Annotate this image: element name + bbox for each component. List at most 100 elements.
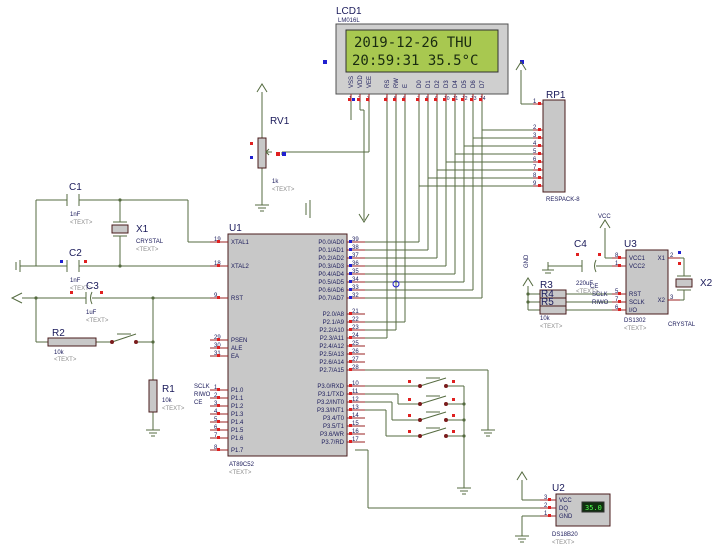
u1-pin-number: 35: [352, 269, 359, 275]
u1-microcontroller[interactable]: U1 AT89C52 <TEXT> 19XTAL118XTAL29RST29PS…: [194, 223, 365, 476]
u1-pin-number: 26: [352, 349, 359, 355]
u1-pin-name: P0.6/AD6: [318, 288, 344, 294]
u1-pin-name: P0.1/AD1: [318, 248, 344, 254]
u1-pin-name: P2.2/A10: [319, 328, 344, 334]
x2-crystal[interactable]: X2 CRYSTAL: [668, 251, 713, 328]
u1-pin-name: P0.2/AD2: [318, 256, 344, 262]
r1-resistor[interactable]: R1 10k <TEXT>: [148, 379, 185, 413]
lcd-line2: 20:59:31 35.5°C: [352, 53, 478, 69]
rp1-pin-number: 2: [533, 125, 537, 131]
u2-pin-name: VCC: [559, 498, 572, 504]
junctions: [34, 198, 530, 438]
gnd-label: GND: [524, 254, 530, 268]
u3-ref: U3: [624, 239, 637, 250]
r3-r5-resistors[interactable]: R3 R4 R5 10k <TEXT>: [539, 280, 567, 330]
u1-pin-name: RST: [231, 296, 243, 302]
r3-text: <TEXT>: [540, 324, 563, 330]
push-button[interactable]: [408, 395, 455, 406]
push-button[interactable]: [408, 427, 455, 438]
rp1-pin-number: 4: [533, 141, 537, 147]
c3-ref: C3: [86, 281, 99, 292]
r3-ref: R3: [540, 280, 553, 291]
u1-pin-name: P1.6: [231, 436, 244, 442]
p3-push-buttons[interactable]: [408, 377, 455, 438]
u3-pin-number: 1: [615, 261, 619, 267]
r2-resistor[interactable]: R2 10k <TEXT>: [47, 328, 97, 363]
u3-pin-name: VCC2: [629, 264, 646, 270]
rp1-pin-number: 8: [533, 173, 537, 179]
rv1-value: 1k: [272, 179, 279, 185]
u1-pin-number: 36: [352, 261, 359, 267]
u1-pin-name: P1.0: [231, 388, 244, 394]
u1-pin-number: 21: [352, 309, 359, 315]
c2-text: <TEXT>: [70, 286, 93, 292]
u1-pin-name: P0.3/AD3: [318, 264, 344, 270]
c2-capacitor[interactable]: C2 1nF <TEXT>: [60, 248, 93, 292]
u1-part: AT89C52: [229, 462, 255, 468]
wires: [20, 70, 685, 536]
push-button[interactable]: [408, 411, 455, 422]
rv1-potentiometer[interactable]: RV1 1k <TEXT>: [250, 116, 295, 193]
u3-pin-number: 6: [615, 305, 619, 311]
lcd-pin-name: D5: [462, 80, 468, 88]
lcd-pin-number: 13: [471, 96, 477, 102]
c3-capacitor[interactable]: C3 1uF <TEXT>: [70, 281, 109, 324]
u2-pin-number: 1: [544, 511, 548, 517]
r1-ref: R1: [162, 384, 175, 395]
u3-net-label: CE: [590, 284, 598, 290]
reset-button[interactable]: [110, 333, 138, 344]
u1-pin-number: 28: [352, 365, 359, 371]
rv1-text: <TEXT>: [272, 187, 295, 193]
lcd-pin-name: D6: [471, 80, 477, 88]
u1-pin-name: P2.0/A8: [323, 312, 345, 318]
push-button[interactable]: [408, 377, 455, 388]
rv1-ref: RV1: [270, 116, 290, 127]
c1-capacitor[interactable]: C1 1nF <TEXT>: [66, 182, 93, 226]
lcd1[interactable]: LCD1 LM016L 2019-12-26 THU 20:59:31 35.5…: [323, 6, 524, 102]
u1-pin-name: P3.2/INT0: [317, 400, 345, 406]
u3-pin-number: 7: [615, 297, 619, 303]
c3-text: <TEXT>: [86, 318, 109, 324]
c4-text: <TEXT>: [576, 289, 599, 295]
u1-pin-name: P3.1/TXD: [318, 392, 345, 398]
x2-part: CRYSTAL: [668, 322, 696, 328]
u1-pin-name: P0.4/AD4: [318, 272, 344, 278]
u3-pin-name: RST: [629, 292, 641, 298]
p1-net-label: RIWO: [194, 392, 211, 398]
u1-pin-name: P2.5/A13: [319, 352, 344, 358]
u1-pin-name: P1.5: [231, 428, 244, 434]
lcd-pin-number: 11: [453, 96, 458, 102]
lcd-screen: [345, 29, 499, 73]
u1-text: <TEXT>: [229, 470, 252, 476]
lcd-pin-name: D2: [435, 80, 441, 88]
u1-pin-number: 5: [214, 417, 218, 423]
u1-pin-name: P3.3/INT1: [317, 408, 345, 414]
x1-crystal[interactable]: X1 CRYSTAL <TEXT>: [111, 221, 164, 253]
u2-pin-name: DQ: [559, 506, 568, 512]
u2-pin-name: GND: [559, 514, 573, 520]
u3-pin-name: SCLK: [629, 300, 645, 306]
u1-pin-name: EA: [231, 354, 239, 360]
u1-pin-number: 23: [352, 325, 359, 331]
c4-capacitor[interactable]: C4 220uF <TEXT>: [574, 239, 601, 295]
x1-part: CRYSTAL: [136, 239, 164, 245]
u1-pin-name: P2.1/A9: [323, 320, 345, 326]
u2-ref: U2: [552, 483, 565, 494]
r1-text: <TEXT>: [162, 406, 185, 412]
u3-net-label: RIWO: [592, 300, 609, 306]
u1-pin-name: P3.5/T1: [323, 424, 345, 430]
vcc-arrow-icon: [256, 83, 268, 93]
c2-ref: C2: [69, 248, 82, 259]
u1-pin-name: P1.7: [231, 448, 244, 454]
c2-value: 1nF: [70, 278, 81, 284]
u2-pin-number: 2: [544, 503, 548, 509]
u3-pin-number: 8: [615, 253, 619, 259]
u1-pin-number: 37: [352, 253, 359, 259]
